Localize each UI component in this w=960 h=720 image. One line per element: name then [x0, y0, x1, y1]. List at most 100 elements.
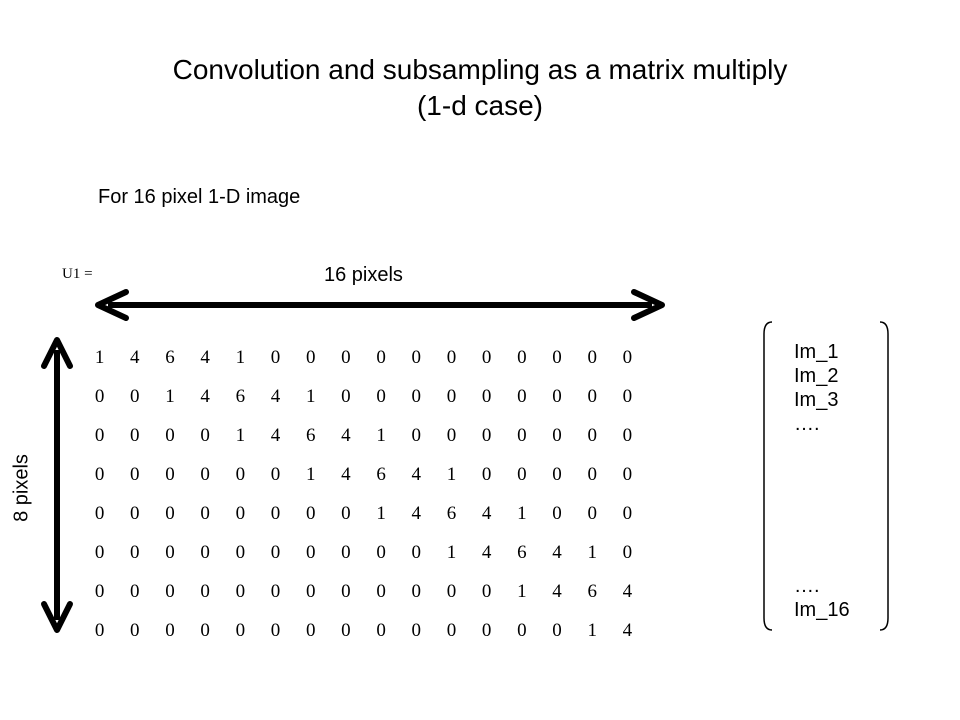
matrix-cell: 0	[305, 619, 316, 641]
matrix-cell: 0	[446, 619, 457, 641]
matrix-cell: 0	[622, 463, 633, 485]
matrix-cell: 1	[305, 385, 316, 407]
matrix-cell: 4	[481, 502, 492, 524]
matrix-cell: 1	[587, 541, 597, 563]
matrix-cell: 0	[481, 424, 492, 446]
matrix-cell: 1	[587, 619, 597, 641]
matrix-cell: 0	[235, 619, 246, 641]
matrix-cell: 1	[376, 502, 386, 524]
matrix-cell: 0	[481, 463, 492, 485]
matrix-cell: 0	[587, 424, 597, 446]
matrix-cell: 4	[411, 502, 422, 524]
matrix-cell: 0	[200, 424, 210, 446]
matrix-cell: 0	[235, 580, 246, 602]
matrix-cell: 0	[411, 619, 422, 641]
matrix-cell: 0	[200, 502, 210, 524]
matrix-cell: 0	[130, 385, 140, 407]
matrix-cell: 0	[446, 580, 457, 602]
matrix-cell: 0	[411, 424, 422, 446]
matrix-cell: 1	[235, 346, 246, 368]
matrix-cell: 0	[376, 346, 386, 368]
matrix-cell: 1	[94, 346, 105, 368]
title-line-2: (1-d case)	[416, 90, 544, 121]
matrix-cell: 0	[341, 541, 351, 563]
matrix-cell: 0	[270, 580, 281, 602]
matrix-cell: 0	[94, 541, 105, 563]
horizontal-double-arrow	[95, 289, 665, 321]
matrix-cell: 0	[517, 619, 527, 641]
matrix-cell: 0	[270, 619, 281, 641]
matrix-cell: 0	[552, 463, 562, 485]
matrix-cell: 0	[305, 346, 316, 368]
matrix-cell: 0	[341, 619, 351, 641]
matrix-cell: 6	[305, 424, 316, 446]
vector-entry: Im_16	[794, 599, 850, 621]
matrix-cell: 0	[587, 385, 597, 407]
matrix-cell: 0	[411, 346, 422, 368]
matrix-cell: 0	[552, 619, 562, 641]
matrix-cell: 1	[165, 385, 175, 407]
matrix-cell: 0	[165, 424, 175, 446]
matrix-cell: 1	[376, 424, 386, 446]
matrix-cell: 0	[270, 541, 281, 563]
matrix-cell: 0	[587, 463, 597, 485]
matrix-cell: 0	[94, 463, 105, 485]
matrix-cell: 6	[587, 580, 597, 602]
matrix-cell: 1	[446, 541, 457, 563]
matrix-cell: 4	[481, 541, 492, 563]
matrix-cell: 0	[270, 346, 281, 368]
matrix-cell: 6	[376, 463, 386, 485]
matrix-cell: 0	[481, 385, 492, 407]
matrix-cell: 1	[446, 463, 457, 485]
matrix-cell: 0	[481, 619, 492, 641]
matrix-cell: 0	[411, 541, 422, 563]
u1-matrix: 1 4 6 4 1 0 0 0 0 0 0 0 0 0 0 0 0 0 1 4 6 4 1 0 0 0 0 0 0 0 0 0 0 0 0 0 1 4 6 4…	[82, 338, 645, 650]
matrix-cell: 1	[517, 502, 527, 524]
matrix-cell: 0	[130, 541, 140, 563]
vector-entry: Im_2	[794, 365, 839, 387]
matrix-cell: 0	[270, 502, 281, 524]
matrix-cell: 0	[376, 385, 386, 407]
matrix-cell: 0	[235, 502, 246, 524]
matrix-cell: 0	[165, 463, 175, 485]
matrix-cell: 0	[411, 385, 422, 407]
matrix-cell: 0	[165, 619, 175, 641]
matrix-cell: 4	[411, 463, 422, 485]
matrix-cell: 0	[130, 502, 140, 524]
matrix-cell: 0	[446, 346, 457, 368]
matrix-cell: 0	[622, 541, 633, 563]
matrix-cell: 0	[481, 346, 492, 368]
matrix-cell: 0	[622, 346, 633, 368]
slide-title: Convolution and subsampling as a matrix …	[0, 52, 960, 124]
vector-entry: Im_1	[794, 341, 839, 363]
matrix-cell: 0	[341, 580, 351, 602]
vector-entry: Im_3	[794, 389, 839, 411]
matrix-cell: 4	[200, 346, 210, 368]
matrix-cell: 0	[130, 619, 140, 641]
vertical-double-arrow	[41, 337, 73, 633]
width-label: 16 pixels	[324, 264, 403, 286]
matrix-label: U1 =	[62, 266, 93, 282]
matrix-cell: 0	[200, 580, 210, 602]
matrix-cell: 4	[200, 385, 210, 407]
matrix-cell: 0	[270, 463, 281, 485]
matrix-cell: 4	[622, 619, 633, 641]
matrix-cell: 0	[622, 502, 633, 524]
matrix-cell: 0	[411, 580, 422, 602]
matrix-cell: 0	[94, 424, 105, 446]
vector-entry: ….	[794, 413, 820, 435]
matrix-cell: 0	[200, 541, 210, 563]
matrix-cell: 0	[481, 580, 492, 602]
matrix-cell: 0	[552, 424, 562, 446]
matrix-cell: 0	[305, 541, 316, 563]
matrix-cell: 0	[587, 346, 597, 368]
matrix-cell: 4	[552, 580, 562, 602]
matrix-cell: 0	[305, 502, 316, 524]
matrix-cell: 0	[165, 541, 175, 563]
matrix-cell: 0	[165, 580, 175, 602]
matrix-cell: 0	[552, 502, 562, 524]
matrix-cell: 1	[235, 424, 246, 446]
